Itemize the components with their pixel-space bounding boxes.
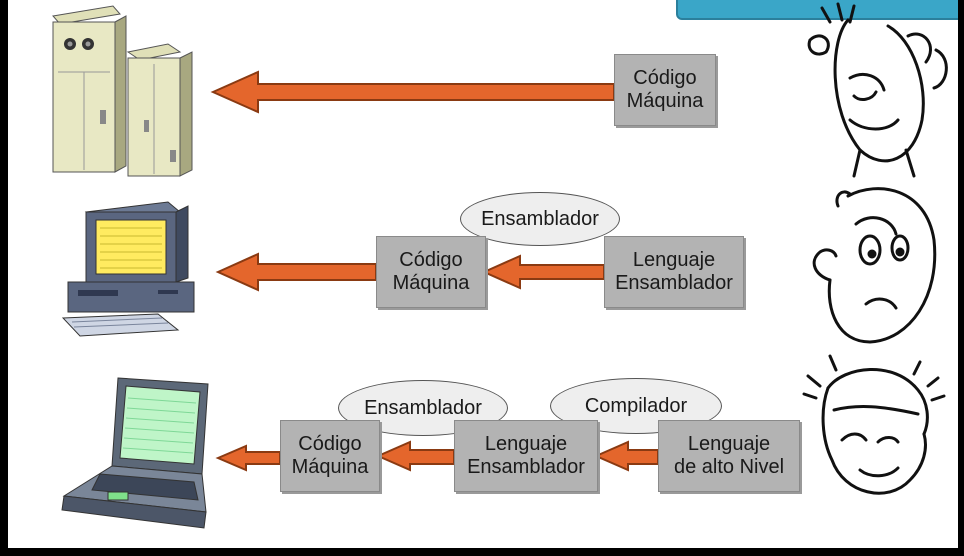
row1-box-codigo-maquina: Código Máquina	[614, 54, 716, 126]
box-line: Lenguaje	[632, 249, 716, 271]
row2-box-codigo-maquina: Código Máquina	[376, 236, 486, 308]
oval-label: Ensamblador	[364, 396, 482, 419]
box-line: Lenguaje	[687, 433, 771, 455]
arrow-row3-left	[215, 444, 281, 472]
box-line: Ensamblador	[615, 272, 733, 294]
oval-label: Ensamblador	[481, 207, 599, 230]
server-cabinet-icon	[52, 5, 193, 177]
row3-box-lenguaje-alto-nivel: Lenguaje de alto Nivel	[658, 420, 800, 492]
arrow-row3-right	[593, 440, 659, 472]
box-line: Código	[633, 67, 697, 89]
arrow-row1	[210, 70, 615, 114]
row2-box-lenguaje-ensamblador: Lenguaje Ensamblador	[604, 236, 744, 308]
frustrated-face-icon	[807, 2, 948, 178]
desktop-computer-icon	[61, 201, 195, 337]
smiling-face-icon	[802, 354, 946, 495]
box-line: Máquina	[291, 456, 369, 478]
oval-label: Compilador	[584, 394, 688, 417]
box-line: Máquina	[626, 90, 704, 112]
box-line: Máquina	[392, 272, 470, 294]
header-tab	[676, 0, 958, 20]
row3-box-lenguaje-ensamblador: Lenguaje Ensamblador	[454, 420, 598, 492]
arrow-row2-left	[215, 252, 377, 292]
row3-oval-compilador: Compilador	[550, 378, 722, 434]
box-line: Código	[399, 249, 463, 271]
worried-face-icon	[812, 187, 937, 344]
arrow-row2-mid	[481, 254, 605, 290]
box-line: Código	[298, 433, 362, 455]
laptop-icon	[61, 377, 209, 529]
box-line: Ensamblador	[467, 456, 585, 478]
diagram-graphics	[52, 2, 948, 529]
diagram-canvas: Código Máquina Ensamblador Código Máquin…	[8, 0, 958, 548]
box-line: de alto Nivel	[673, 456, 785, 478]
box-line: Lenguaje	[484, 433, 568, 455]
row3-box-codigo-maquina: Código Máquina	[280, 420, 380, 492]
arrow-row3-mid	[375, 440, 455, 472]
row2-oval-ensamblador: Ensamblador	[460, 192, 620, 246]
